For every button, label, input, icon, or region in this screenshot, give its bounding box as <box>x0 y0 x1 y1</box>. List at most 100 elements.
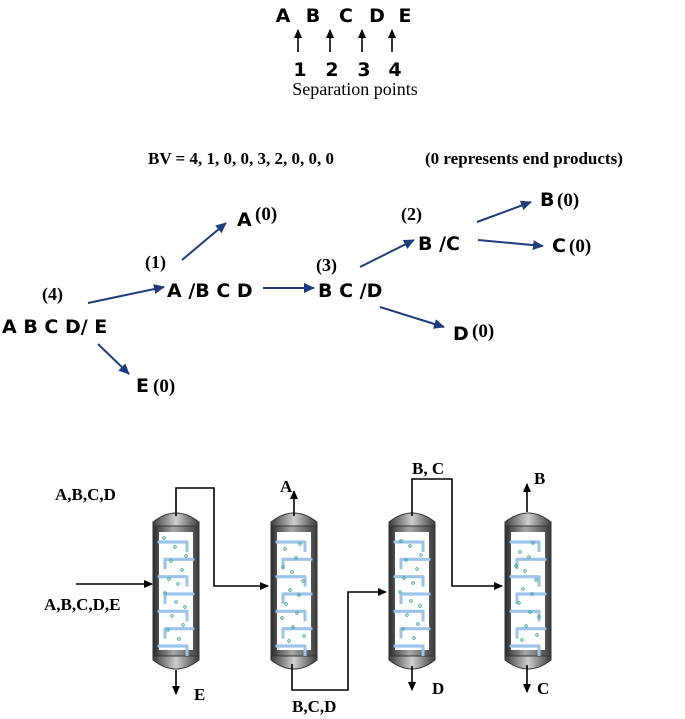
vapor-bubble <box>180 568 184 572</box>
vapor-bubble <box>281 565 285 569</box>
vapor-bubble <box>290 570 294 574</box>
separation-points-legend: A B C D E 1 2 3 4 Separation points <box>276 5 418 99</box>
vapor-bubble <box>297 593 301 597</box>
vapor-bubble <box>520 638 524 642</box>
node-3-split: B C /D <box>318 280 382 302</box>
node-2-split: B /C <box>418 233 460 255</box>
vapor-bubble <box>181 623 185 627</box>
distillation-column <box>270 512 318 670</box>
vapor-bubble <box>530 592 534 596</box>
vapor-bubble <box>177 637 181 641</box>
vapor-bubble <box>398 590 402 594</box>
column-bottom-head <box>270 653 318 670</box>
vapor-bubble <box>298 542 302 546</box>
branch-arrow <box>181 222 227 261</box>
vapor-bubble <box>514 564 518 568</box>
product-b: B <box>540 189 554 211</box>
vapor-bubble <box>518 550 522 554</box>
branch-arrow <box>379 306 445 329</box>
column-bottom-head <box>152 653 200 670</box>
flowsheet-piping <box>76 478 531 695</box>
column2-bottoms-line <box>291 588 387 691</box>
vapor-bubble <box>399 539 403 543</box>
distillation-columns <box>152 512 552 670</box>
vapor-bubble <box>183 605 187 609</box>
column4-top-label: B <box>534 469 545 488</box>
node-number-1: (1) <box>145 252 166 273</box>
separation-point-number: 4 <box>388 59 401 81</box>
vapor-bubble <box>162 536 166 540</box>
vapor-bubble <box>409 599 413 603</box>
branch-arrow <box>476 200 532 223</box>
vapor-bubble <box>287 639 291 643</box>
node-number-3: (3) <box>316 255 337 276</box>
flowsheet-labels: A,B,C,D A,B,C,D,E E A B,C,D B, C D B C <box>44 459 549 716</box>
vapor-bubble <box>523 569 527 573</box>
branch-arrow <box>97 343 130 375</box>
vapor-bubble <box>173 545 177 549</box>
vapor-bubble <box>302 634 306 638</box>
vapor-bubble <box>537 615 541 619</box>
vapor-bubble <box>401 627 405 631</box>
column1-top-label: A,B,C,D <box>55 485 116 504</box>
root-mixture: A B C D/ E <box>2 316 107 338</box>
vapor-bubble <box>284 602 288 606</box>
vapor-bubble <box>404 558 408 562</box>
product-e-zero: (0) <box>153 376 175 397</box>
distillation-column <box>152 512 200 670</box>
product-b-zero: (0) <box>557 190 579 211</box>
node-number-2: (2) <box>401 204 422 225</box>
product-c: C <box>552 235 566 257</box>
vapor-bubble <box>521 587 525 591</box>
distillation-column <box>504 512 552 670</box>
vapor-bubble <box>517 601 521 605</box>
vapor-bubble <box>294 556 298 560</box>
column-bottom-head <box>388 653 436 670</box>
component-letter: D <box>369 5 385 27</box>
separation-point-number: 2 <box>325 59 338 81</box>
vapor-bubble <box>169 559 173 563</box>
vapor-bubble <box>534 578 538 582</box>
column3-top-label: B, C <box>412 459 444 478</box>
vapor-bubble <box>176 582 180 586</box>
column2-bottom-label: B,C,D <box>292 697 336 716</box>
separation-tree: (4) A B C D/ E E (0) (1) A /B C D A (0) … <box>2 189 591 397</box>
vapor-bubble <box>418 604 422 608</box>
column1-bottom-label: E <box>194 685 205 704</box>
vapor-bubble <box>416 622 420 626</box>
column2-top-label: A <box>280 477 293 496</box>
vapor-bubble <box>280 616 284 620</box>
branch-arrow <box>359 239 415 268</box>
vapor-bubble <box>535 633 539 637</box>
vapor-bubble <box>167 577 171 581</box>
component-letter: E <box>399 5 412 27</box>
component-letter: A <box>276 5 291 27</box>
vapor-bubble <box>295 611 299 615</box>
node-number-4: (4) <box>42 284 63 305</box>
vapor-bubble <box>527 555 531 559</box>
vapor-bubble <box>524 624 528 628</box>
vapor-bubble <box>528 610 532 614</box>
vapor-bubble <box>163 591 167 595</box>
product-e: E <box>136 375 149 397</box>
vapor-bubble <box>184 554 188 558</box>
vapor-bubble <box>405 613 409 617</box>
column3-bottom-label: D <box>432 679 444 698</box>
separation-points-caption: Separation points <box>292 79 417 99</box>
vapor-bubble <box>166 628 170 632</box>
vapor-bubble <box>288 588 292 592</box>
vapor-bubble <box>411 581 415 585</box>
branch-arrow <box>87 284 165 304</box>
bv-equation: BV = 4, 1, 0, 0, 3, 2, 0, 0, 0 <box>148 149 334 168</box>
vapor-bubble <box>402 576 406 580</box>
separation-point-number: 1 <box>293 59 306 81</box>
bv-note: (0 represents end products) <box>425 149 623 168</box>
vapor-bubble <box>170 614 174 618</box>
product-a: A <box>237 209 252 231</box>
vapor-bubble <box>531 541 535 545</box>
vapor-bubble <box>412 636 416 640</box>
column4-bottom-label: C <box>537 679 549 698</box>
feed-label: A,B,C,D,E <box>44 595 121 614</box>
component-letter: C <box>339 5 353 27</box>
